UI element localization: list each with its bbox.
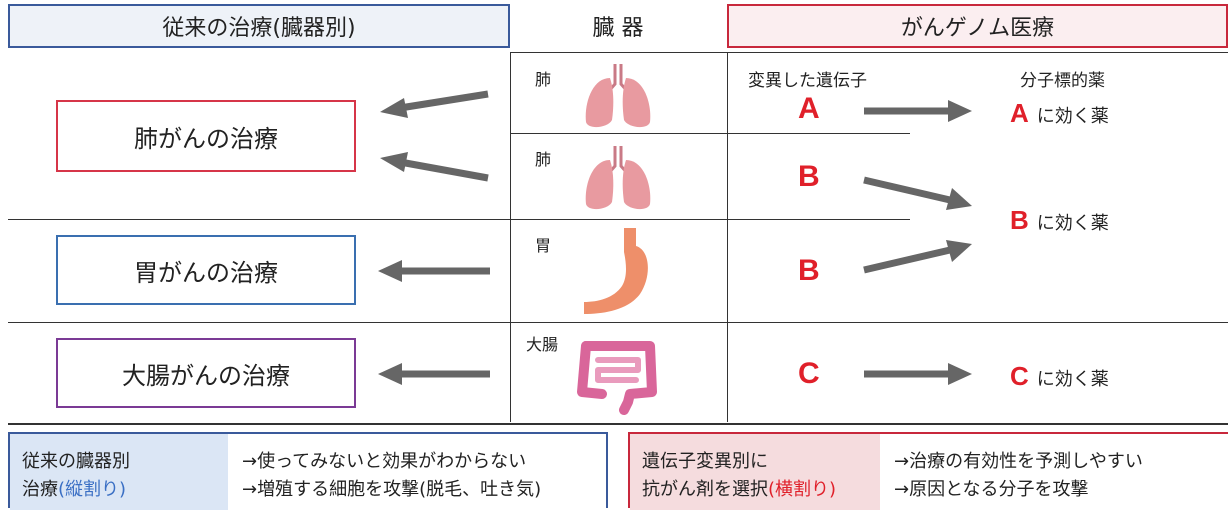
conventional-treatment-header: 従来の治療(臓器別) bbox=[8, 4, 510, 48]
organ-label: 肺 bbox=[535, 70, 552, 89]
arrow-right-icon bbox=[864, 363, 972, 385]
header-label: 従来の治療(臓器別) bbox=[162, 16, 356, 41]
arrow-left-icon bbox=[380, 152, 489, 182]
divider bbox=[8, 423, 1228, 425]
organ-label: 大腸 bbox=[526, 335, 559, 354]
note-item: →治療の有効性を予測しやすい bbox=[894, 451, 1143, 472]
intestine-icon bbox=[577, 341, 657, 415]
gene-letter: C bbox=[798, 357, 820, 390]
gene-letter: B bbox=[798, 254, 820, 287]
treatment-label: 胃がんの治療 bbox=[134, 258, 278, 287]
note-title-accent: (横割り) bbox=[768, 479, 837, 500]
note-items: →治療の有効性を予測しやすい →原因となる分子を攻撃 bbox=[894, 448, 1143, 504]
divider bbox=[510, 52, 1228, 53]
note-title-line: 遺伝子変異別に bbox=[642, 451, 768, 472]
lung-cancer-treatment-box: 肺がんの治療 bbox=[56, 100, 356, 172]
colon-cancer-treatment-box: 大腸がんの治療 bbox=[56, 338, 356, 408]
divider bbox=[8, 322, 1228, 323]
drug-text: に効く薬 bbox=[1036, 106, 1109, 127]
organ-label: 胃 bbox=[535, 236, 552, 255]
divider bbox=[510, 52, 511, 422]
note-title-line: 従来の臓器別 bbox=[22, 451, 130, 472]
header-label: がんゲノム医療 bbox=[900, 16, 1055, 41]
lung-icon bbox=[585, 64, 651, 128]
note-item: →増殖する細胞を攻撃(脱毛、吐き気) bbox=[242, 479, 542, 500]
mutated-gene-column-head: 変異した遺伝子 bbox=[748, 71, 867, 91]
genome-note-box: 遺伝子変異別に 抗がん剤を選択(横割り) →治療の有効性を予測しやすい →原因と… bbox=[628, 432, 1228, 510]
arrow-left-icon bbox=[380, 90, 489, 118]
divider bbox=[510, 133, 910, 134]
drug-letter: B bbox=[1010, 205, 1029, 235]
drug-label: C に効く薬 bbox=[1010, 361, 1109, 392]
arrow-right-icon bbox=[863, 240, 972, 274]
note-title-accent: (縦割り) bbox=[58, 479, 127, 500]
note-item: →原因となる分子を攻撃 bbox=[894, 479, 1089, 500]
genome-medicine-header: がんゲノム医療 bbox=[727, 4, 1228, 48]
note-title-bg bbox=[10, 434, 228, 510]
note-title: 従来の臓器別 治療(縦割り) bbox=[22, 448, 130, 504]
organ-label: 肺 bbox=[535, 150, 552, 169]
drug-letter: C bbox=[1010, 361, 1029, 391]
note-title-line: 治療 bbox=[22, 479, 58, 500]
arrow-left-icon bbox=[378, 363, 490, 385]
note-title: 遺伝子変異別に 抗がん剤を選択(横割り) bbox=[642, 448, 836, 504]
header-label: 臓 器 bbox=[592, 16, 644, 41]
note-title-line: 抗がん剤を選択 bbox=[642, 479, 768, 500]
arrow-left-icon bbox=[378, 260, 490, 282]
treatment-label: 肺がんの治療 bbox=[134, 124, 278, 153]
note-item: →使ってみないと効果がわからない bbox=[242, 451, 527, 472]
targeted-drug-column-head: 分子標的薬 bbox=[1020, 71, 1105, 91]
gene-letter: B bbox=[798, 160, 820, 193]
drug-text: に効く薬 bbox=[1036, 369, 1109, 390]
conventional-note-box: 従来の臓器別 治療(縦割り) →使ってみないと効果がわからない →増殖する細胞を… bbox=[8, 432, 608, 510]
drug-label: B に効く薬 bbox=[1010, 205, 1109, 236]
stomach-cancer-treatment-box: 胃がんの治療 bbox=[56, 235, 356, 305]
divider bbox=[727, 52, 728, 422]
drug-letter: A bbox=[1010, 98, 1029, 128]
stomach-icon bbox=[584, 228, 648, 314]
gene-letter: A bbox=[798, 92, 820, 125]
note-title-bg bbox=[630, 434, 880, 510]
arrow-right-icon bbox=[863, 176, 972, 210]
treatment-label: 大腸がんの治療 bbox=[122, 361, 290, 390]
note-items: →使ってみないと効果がわからない →増殖する細胞を攻撃(脱毛、吐き気) bbox=[242, 448, 541, 504]
lung-icon bbox=[585, 146, 651, 210]
divider bbox=[8, 219, 910, 220]
organ-header: 臓 器 bbox=[518, 4, 718, 48]
drug-text: に効く薬 bbox=[1036, 213, 1109, 234]
arrow-right-icon bbox=[864, 100, 972, 122]
drug-label: A に効く薬 bbox=[1010, 98, 1109, 129]
